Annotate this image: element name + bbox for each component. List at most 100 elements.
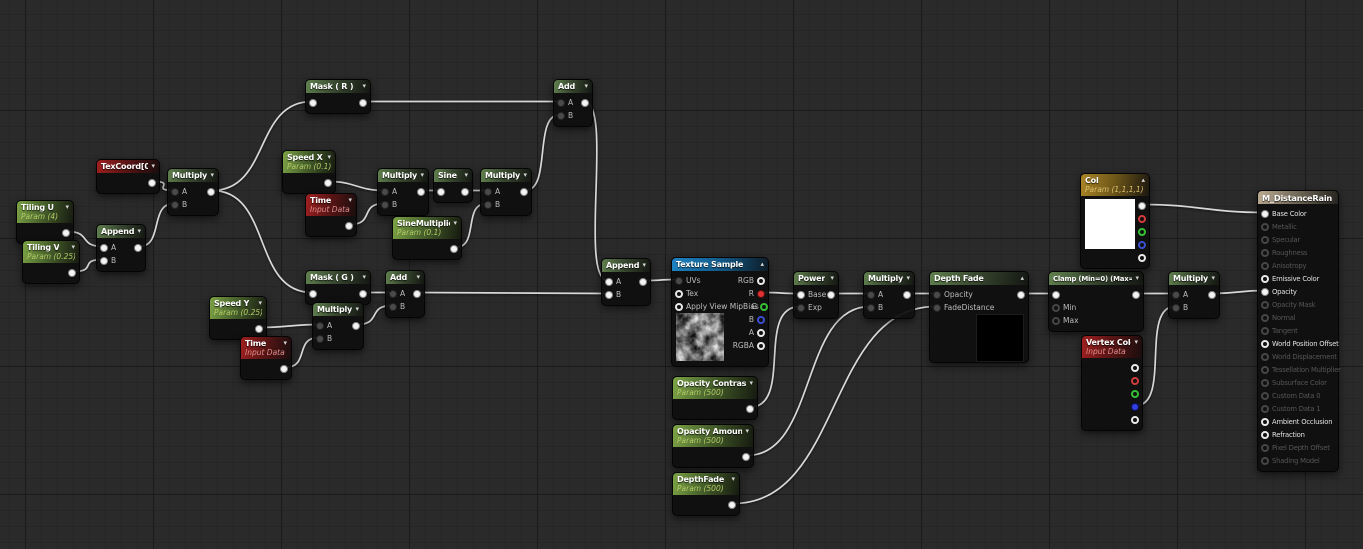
pin-m-distancerain-world-displacement[interactable] — [1261, 352, 1269, 361]
pin-texture-sample-tex[interactable] — [675, 289, 683, 298]
pin-m-distancerain-normal[interactable] — [1261, 313, 1269, 322]
pin-m-distancerain-emissive-color[interactable] — [1261, 274, 1269, 283]
node-header[interactable]: Sine▾ — [434, 169, 472, 182]
pin-clamp-out[interactable] — [1132, 290, 1140, 299]
pin-tiling-v-out[interactable] — [68, 268, 76, 277]
node-header[interactable]: Append▾ — [602, 259, 650, 272]
pin-multiply-6-a[interactable] — [1172, 290, 1180, 299]
pin-col-out[interactable] — [1138, 201, 1146, 210]
node-header[interactable]: Speed X▾Param (0.1) — [283, 151, 335, 173]
pin-m-distancerain-specular[interactable] — [1261, 235, 1269, 244]
pin-multiply-1-b[interactable] — [171, 200, 179, 209]
pin-texture-sample-rgba[interactable] — [757, 341, 765, 350]
pin-multiply-5-a[interactable] — [867, 290, 875, 299]
pin-append-2-out[interactable] — [639, 277, 647, 286]
pin-texture-sample-apply-view-mipbias[interactable] — [675, 302, 683, 311]
node-header[interactable]: Vertex Color▾Input Data — [1082, 336, 1142, 358]
pin-append-1-out[interactable] — [134, 243, 142, 252]
pin-append-2-a[interactable] — [605, 277, 613, 286]
pin-speed-x-out[interactable] — [324, 178, 332, 187]
node-time-1[interactable]: Time▾Input Data — [305, 193, 357, 237]
pin-texture-sample-rgb[interactable] — [757, 276, 765, 285]
node-opacity-contrast[interactable]: Opacity Contrast▾Param (500) — [672, 376, 758, 420]
node-header[interactable]: SineMultiplier▾Param (0.1) — [393, 217, 461, 239]
pin-multiply-2-b[interactable] — [381, 200, 389, 209]
pin-power-base[interactable] — [797, 290, 805, 299]
pin-time-1-out[interactable] — [345, 221, 353, 230]
dropdown-arrow-icon[interactable]: ▾ — [906, 274, 910, 282]
dropdown-arrow-icon[interactable]: ▾ — [453, 219, 457, 227]
dropdown-arrow-icon[interactable]: ▾ — [65, 203, 69, 211]
dropdown-arrow-icon[interactable]: ▾ — [327, 153, 331, 161]
pin-add-2-out[interactable] — [413, 289, 421, 298]
node-speed-x[interactable]: Speed X▾Param (0.1) — [282, 150, 336, 194]
pin-append-2-b[interactable] — [605, 290, 613, 299]
pin-add-1-a[interactable] — [557, 98, 565, 107]
dropdown-arrow-icon[interactable]: ▾ — [830, 274, 834, 282]
pin-m-distancerain-refraction[interactable] — [1261, 430, 1269, 439]
pin-sine-in[interactable] — [437, 187, 445, 196]
wire-multiply-1.out--mask-g.in[interactable] — [211, 189, 313, 294]
pin-clamp-min[interactable] — [1052, 303, 1060, 312]
node-depthfade-param[interactable]: DepthFade▾Param (500) — [672, 472, 740, 516]
dropdown-arrow-icon[interactable]: ▾ — [745, 427, 749, 435]
pin-vertex-color-out[interactable] — [1131, 363, 1139, 372]
pin-add-1-b[interactable] — [557, 111, 565, 120]
wire-speed-x.out--multiply-2.A[interactable] — [328, 180, 385, 192]
pin-mask-g-out[interactable] — [359, 289, 367, 298]
node-header[interactable]: DepthFade▾Param (500) — [673, 473, 739, 495]
pin-col-out[interactable] — [1138, 227, 1146, 236]
pin-multiply-6-out[interactable] — [1208, 290, 1216, 299]
pin-m-distancerain-tangent[interactable] — [1261, 326, 1269, 335]
pin-m-distancerain-pixel-depth-offset[interactable] — [1261, 443, 1269, 452]
wire-add-2.out--append-2.B[interactable] — [415, 291, 609, 295]
dropdown-arrow-icon[interactable]: ▾ — [523, 171, 527, 179]
pin-clamp-in[interactable] — [1052, 290, 1060, 299]
node-sine[interactable]: Sine▾ — [433, 168, 473, 203]
pin-m-distancerain-custom-data-1[interactable] — [1261, 404, 1269, 413]
pin-m-distancerain-metallic[interactable] — [1261, 222, 1269, 231]
pin-vertex-color-out[interactable] — [1131, 376, 1139, 385]
dropdown-arrow-icon[interactable]: ▾ — [362, 273, 366, 281]
pin-vertex-color-out[interactable] — [1131, 415, 1139, 424]
pin-mask-g-in[interactable] — [309, 289, 317, 298]
pin-multiply-2-a[interactable] — [381, 187, 389, 196]
node-header[interactable]: Time▾Input Data — [306, 194, 356, 216]
pin-texture-sample-g[interactable] — [760, 302, 769, 311]
dropdown-arrow-icon[interactable]: ▾ — [283, 339, 287, 347]
pin-texture-sample-b[interactable] — [757, 315, 765, 324]
pin-append-1-a[interactable] — [100, 243, 108, 252]
pin-time-2-out[interactable] — [280, 364, 288, 373]
pin-multiply-3-b[interactable] — [484, 200, 492, 209]
node-header[interactable]: Multiply▾ — [1169, 272, 1219, 285]
dropdown-arrow-icon[interactable]: ▾ — [355, 305, 359, 313]
wire-vertex-color.B--multiply-6.B[interactable] — [1135, 305, 1176, 407]
node-mask-g[interactable]: Mask ( G )▾ — [305, 270, 371, 305]
node-tiling-u[interactable]: Tiling U▾Param (4) — [16, 200, 74, 244]
node-header[interactable]: Multiply▾ — [168, 169, 218, 182]
dropdown-arrow-icon[interactable]: ▾ — [642, 261, 646, 269]
dropdown-arrow-icon[interactable]: ▾ — [420, 171, 424, 179]
pin-opacity-contrast-out[interactable] — [746, 404, 754, 413]
node-header[interactable]: Multiply▾ — [313, 303, 363, 316]
dropdown-arrow-icon[interactable]: ▾ — [137, 227, 141, 235]
node-opacity-amount[interactable]: Opacity Amount▾Param (500) — [672, 424, 754, 468]
node-mask-r[interactable]: Mask ( R )▾ — [305, 79, 371, 114]
pin-multiply-3-a[interactable] — [484, 187, 492, 196]
pin-multiply-3-out[interactable] — [520, 187, 528, 196]
pin-speed-y-out[interactable] — [255, 324, 263, 333]
pin-m-distancerain-opacity-mask[interactable] — [1261, 300, 1269, 309]
wire-multiply-3.out--add-1.B[interactable] — [524, 113, 561, 192]
node-vertex-color[interactable]: Vertex Color▾Input Data — [1081, 335, 1143, 431]
pin-depth-fade-opacity[interactable] — [933, 290, 941, 299]
node-header[interactable]: Mask ( R )▾ — [306, 80, 370, 93]
